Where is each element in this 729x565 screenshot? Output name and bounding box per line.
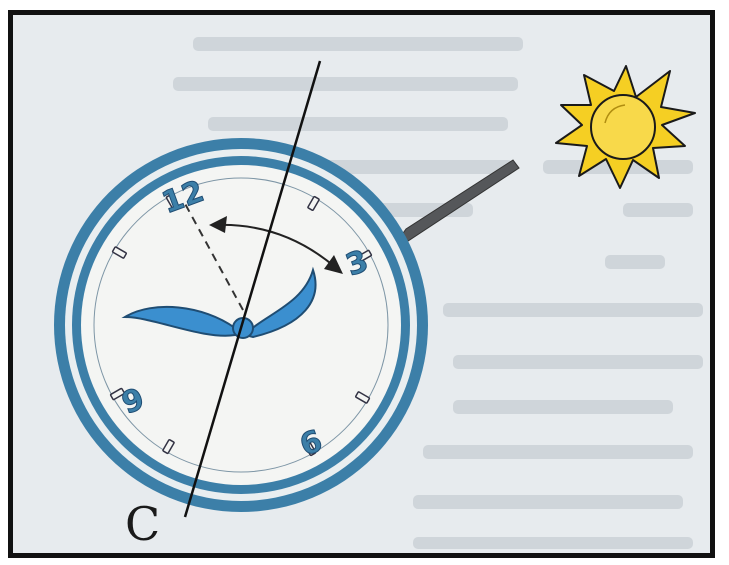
south-direction-label: С xyxy=(125,501,160,547)
clock-compass-diagram: 12 3 6 9 xyxy=(13,15,710,553)
figure-frame: 12 3 6 9 С xyxy=(8,10,715,558)
